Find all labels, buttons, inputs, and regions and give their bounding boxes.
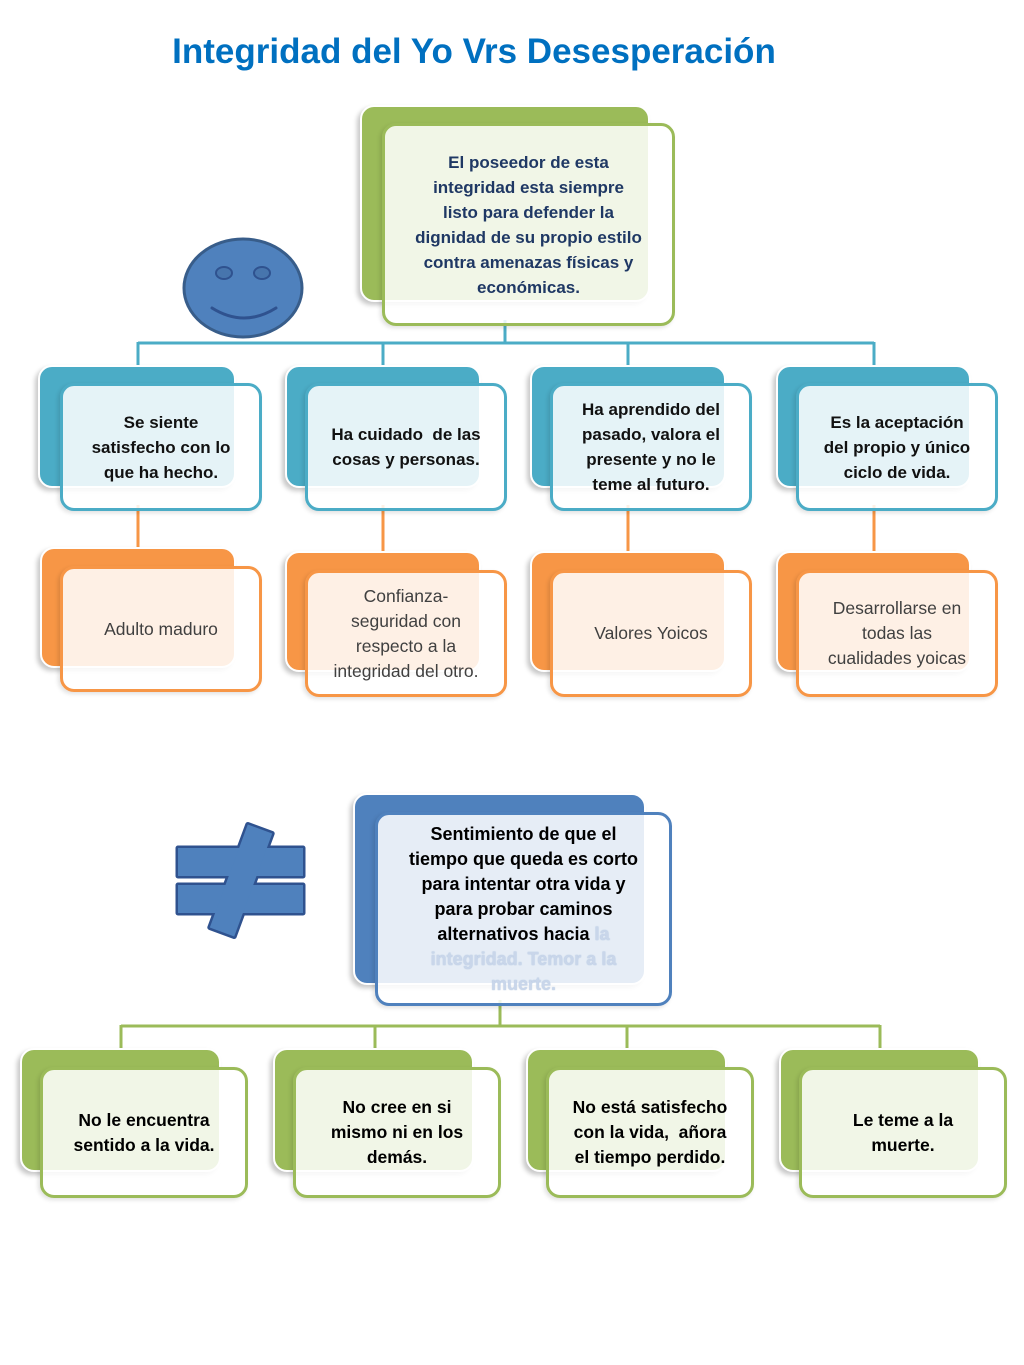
despair-branch-box-1: No le encuentra sentido a la vida. bbox=[40, 1067, 248, 1198]
trait-text-4: Es la aceptación del propio y único cicl… bbox=[823, 412, 971, 482]
page-title: Integridad del Yo Vrs Desesperación bbox=[172, 32, 776, 71]
despair-root-text: Sentimiento de que el tiempo que queda e… bbox=[408, 823, 639, 944]
not-equal-slash bbox=[209, 824, 273, 937]
not-equal-icon bbox=[175, 822, 306, 939]
smiley-right-eye bbox=[253, 266, 271, 280]
despair-branch-text-2: No cree en si mismo ni en los demás. bbox=[330, 1097, 464, 1167]
result-box-4: Desarrollarse en todas las cualidades yo… bbox=[796, 570, 998, 697]
despair-root-overflow-text: la integridad. Temor a la muerte. bbox=[430, 923, 617, 994]
despair-branch-box-2: No cree en si mismo ni en los demás. bbox=[293, 1067, 501, 1198]
despair-branch-box-4: Le teme a la muerte. bbox=[799, 1067, 1007, 1198]
result-box-1: Adulto maduro bbox=[60, 566, 262, 692]
smiley-left-eye bbox=[215, 266, 233, 280]
despair-root-box: Sentimiento de que el tiempo que queda e… bbox=[375, 812, 672, 1006]
smiley-face-circle bbox=[182, 237, 304, 339]
despair-root-text-block: Sentimiento de que el tiempo que queda e… bbox=[409, 822, 638, 997]
trait-box-1: Se siente satisfecho con lo que ha hecho… bbox=[60, 383, 262, 511]
despair-branch-connectors bbox=[119, 1000, 882, 1054]
integrity-root-box: El poseedor de esta integridad esta siem… bbox=[382, 123, 675, 326]
smiley-face-icon bbox=[182, 237, 304, 339]
trait-text-2: Ha cuidado de las cosas y personas. bbox=[331, 425, 481, 469]
integrity-result-connectors bbox=[136, 505, 876, 556]
integrity-root-text: El poseedor de esta integridad esta siem… bbox=[415, 152, 642, 297]
despair-branch-text-3: No está satisfecho con la vida, añora el… bbox=[572, 1097, 728, 1167]
result-box-2: Confianza- seguridad con respecto a la i… bbox=[305, 570, 507, 697]
trait-box-3: Ha aprendido del pasado, valora el prese… bbox=[550, 383, 752, 511]
result-text-4: Desarrollarse en todas las cualidades yo… bbox=[827, 598, 967, 668]
not-equal-fill bbox=[178, 824, 303, 937]
result-text-1: Adulto maduro bbox=[104, 618, 218, 639]
result-box-3: Valores Yoicos bbox=[550, 570, 752, 697]
trait-text-1: Se siente satisfecho con lo que ha hecho… bbox=[91, 412, 231, 482]
despair-branch-text-1: No le encuentra sentido a la vida. bbox=[73, 1109, 215, 1155]
trait-text-3: Ha aprendido del pasado, valora el prese… bbox=[582, 400, 720, 494]
trait-box-2: Ha cuidado de las cosas y personas. bbox=[305, 383, 507, 511]
despair-branch-text-4: Le teme a la muerte. bbox=[852, 1109, 954, 1155]
smiley-mouth bbox=[210, 306, 278, 320]
result-text-3: Valores Yoicos bbox=[594, 623, 708, 643]
result-text-2: Confianza- seguridad con respecto a la i… bbox=[333, 585, 479, 681]
trait-box-4: Es la aceptación del propio y único cicl… bbox=[796, 383, 998, 511]
despair-branch-box-3: No está satisfecho con la vida, añora el… bbox=[546, 1067, 754, 1198]
